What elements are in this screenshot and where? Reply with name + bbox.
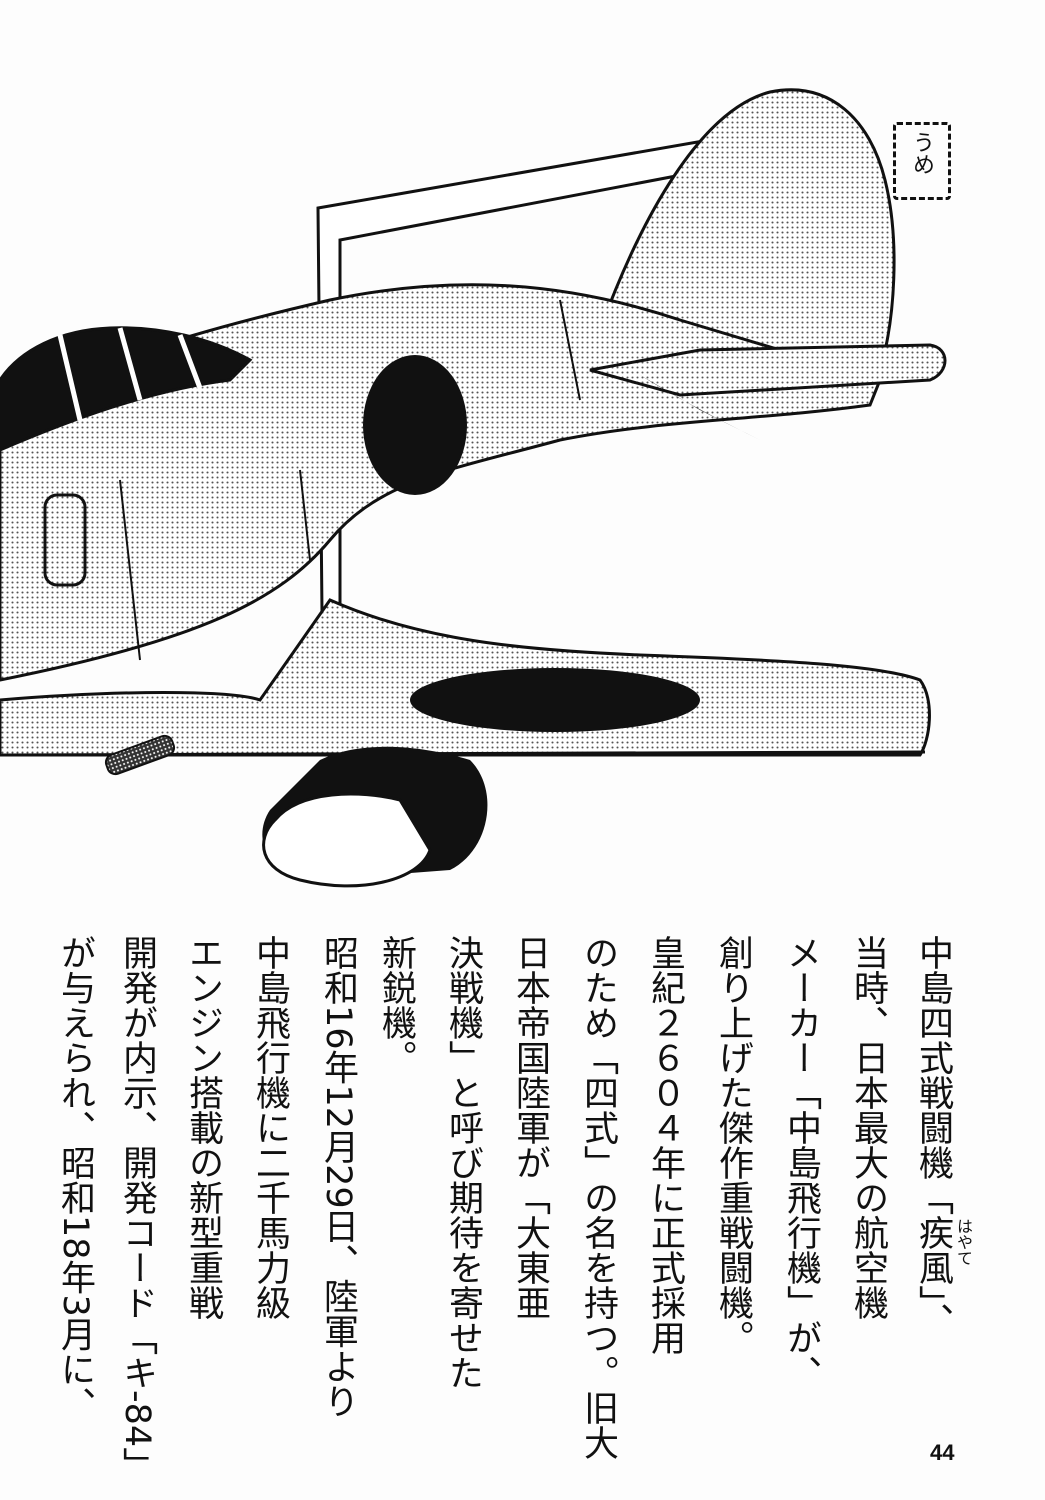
signature-text: うめ	[909, 131, 934, 175]
tail-fin	[598, 88, 896, 372]
text-column-14: が与えられ、昭和18年3月に、	[55, 935, 95, 1422]
text-column-5: 皇紀２６０４年に正式採用	[645, 935, 685, 1355]
text-column-9: 新鋭機。	[376, 935, 416, 1075]
text-column-11: 中島飛行機に二千馬力級	[250, 935, 290, 1320]
hatch	[43, 493, 87, 587]
canopy-frames	[57, 327, 203, 421]
hinomaru-fuselage	[363, 355, 467, 495]
text-column-1: 中島四式戦闘機「疾風」、	[913, 935, 953, 1338]
text-column-7: 日本帝国陸軍が「大東亜	[510, 935, 550, 1320]
gun-barrel	[104, 734, 176, 776]
page-number: 44	[930, 1440, 955, 1465]
panel-lines	[119, 299, 581, 661]
furigana-hayate: はやて	[954, 1218, 973, 1266]
text-column-13: 開発が内示、開発コード「キ-84」	[117, 935, 157, 1483]
signature-stamp: うめ	[893, 122, 951, 200]
drop-tank	[262, 792, 432, 888]
text-column-4: 創り上げた傑作重戦闘機。	[713, 935, 753, 1355]
text-column-3: メーカー「中島飛行機」が、	[781, 935, 821, 1390]
text-column-8: 決戦機」と呼び期待を寄せた	[443, 935, 483, 1390]
text-column-12: エンジン搭載の新型重戦	[183, 935, 223, 1320]
hinomaru-wing	[410, 668, 700, 732]
text-column-10: 昭和16年12月29日、陸軍より	[318, 935, 358, 1419]
horizontal-stabilizer	[589, 343, 947, 397]
ki84-hayate-illustration	[0, 88, 947, 888]
text-column-2: 当時、日本最大の航空機	[848, 935, 888, 1320]
text-column-6: のため「四式」の名を持つ。旧大	[578, 935, 618, 1460]
